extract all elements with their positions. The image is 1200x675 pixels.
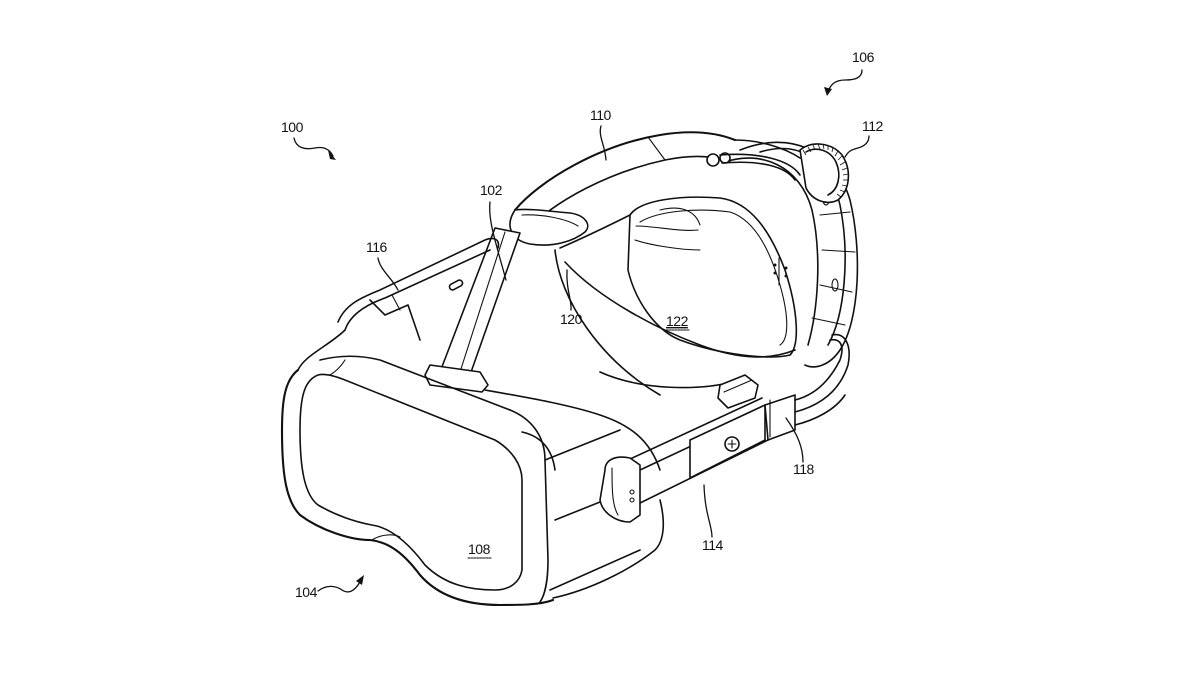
label-118: 118	[793, 461, 815, 477]
left-side-arm	[337, 237, 500, 341]
label-108: 108	[468, 541, 491, 557]
label-112: 112	[862, 118, 884, 134]
front-strap	[424, 227, 521, 393]
label-120: 120	[560, 311, 583, 327]
right-side-arm	[599, 333, 850, 523]
label-102: 102	[480, 182, 503, 198]
label-104: 104	[295, 584, 318, 600]
rear-cushion	[627, 196, 798, 358]
reference-labels: 100 106 112 110 102 116 120 122 118 114 …	[281, 49, 884, 600]
leader-lines	[293, 69, 870, 593]
label-106: 106	[852, 49, 875, 65]
top-strap	[509, 131, 801, 246]
label-116: 116	[366, 239, 388, 255]
rear-head-cradle	[724, 141, 859, 368]
label-114: 114	[702, 537, 724, 553]
label-100: 100	[281, 119, 304, 135]
label-110: 110	[590, 107, 612, 123]
main-housing	[280, 329, 665, 607]
label-122: 122	[666, 313, 689, 329]
adjustment-knob	[799, 143, 850, 204]
strap-body	[554, 214, 796, 396]
